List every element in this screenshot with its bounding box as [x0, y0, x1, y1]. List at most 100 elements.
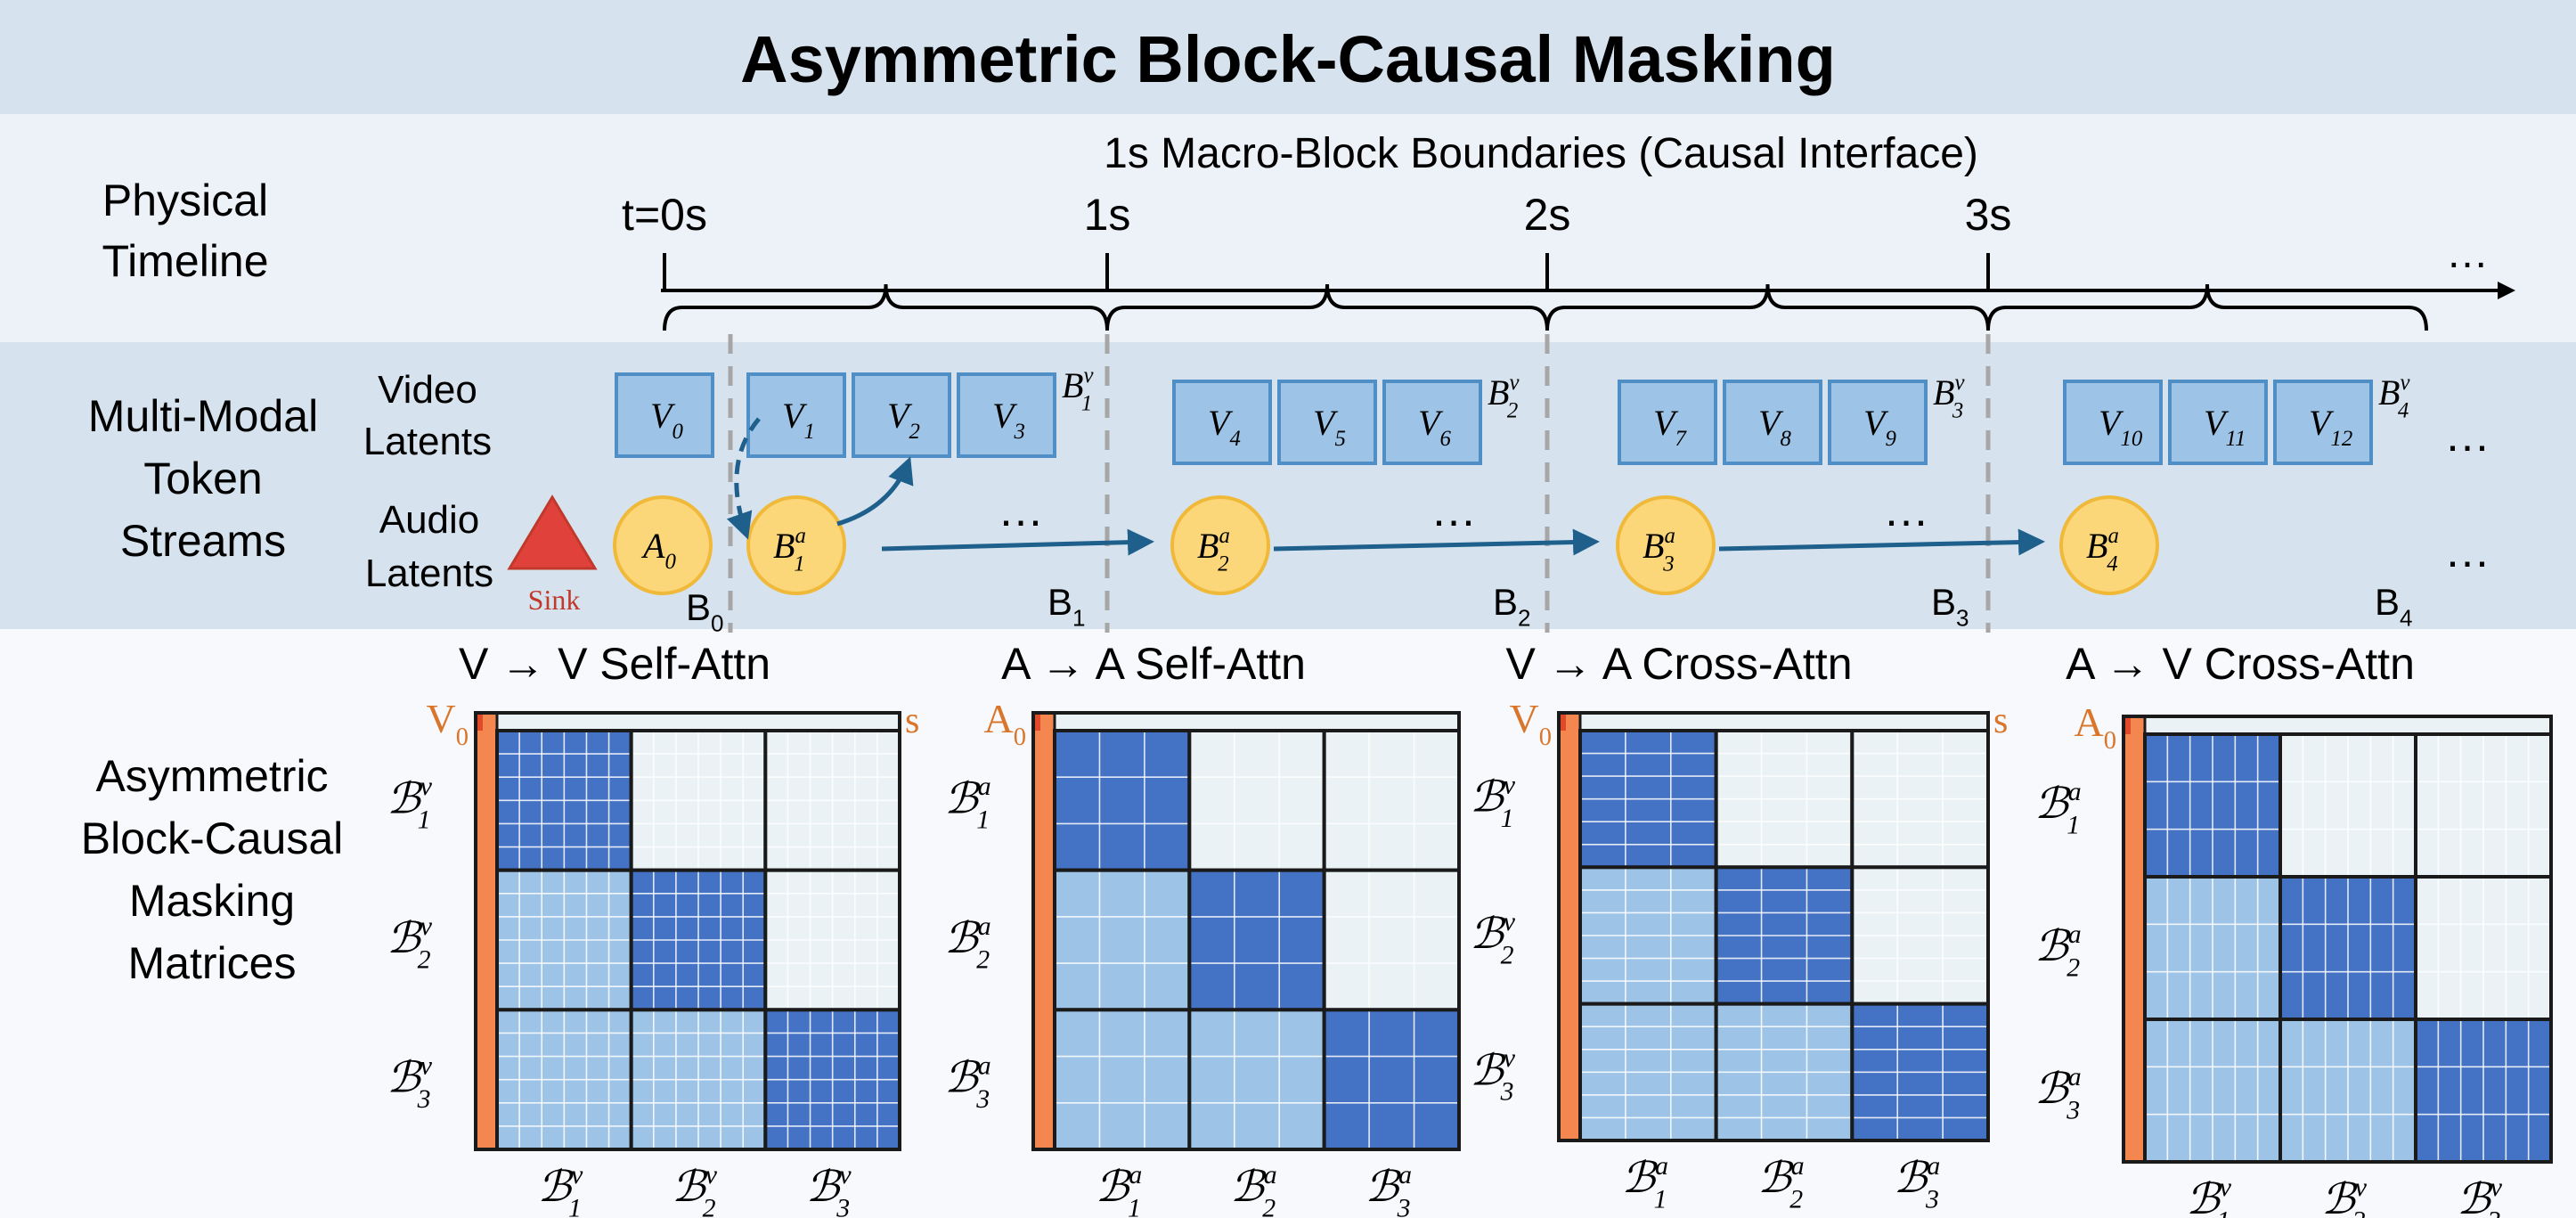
sink-corner	[476, 713, 483, 731]
macro-block-brace	[1105, 283, 1549, 331]
video-token	[615, 372, 714, 458]
video-token-label: V3	[992, 396, 1025, 444]
video-token-label: V9	[1863, 403, 1896, 451]
mask-block	[1324, 731, 1459, 871]
sink-column	[1559, 713, 1580, 1140]
timeline-tick-label: 1s	[1084, 190, 1131, 240]
streams-row-label-line: Streams	[120, 516, 286, 566]
sink-column	[1033, 713, 1055, 1149]
timeline-tick-label: 3s	[1965, 190, 2012, 240]
mask-block	[1189, 731, 1325, 871]
video-latents-label-line: Video	[378, 368, 477, 412]
video-token	[1618, 380, 1717, 465]
audio-sink-token-label: A0	[640, 526, 676, 574]
video-token-label: V0	[650, 396, 683, 444]
matrix-corner-label: A0	[984, 696, 1027, 751]
timeline-row-label-line: Timeline	[102, 236, 268, 286]
header-strip	[1580, 713, 1988, 731]
header-strip	[1055, 713, 1459, 731]
audio-latents-label-line: Audio	[379, 498, 480, 542]
video-token-label: V11	[2204, 403, 2246, 451]
sink-corner	[2124, 716, 2131, 734]
video-token-group: V0	[615, 372, 714, 458]
macro-block-label: B3	[1931, 581, 1969, 632]
audio-sink-token	[613, 495, 713, 595]
matrix-col-label: ℬv3	[2457, 1173, 2503, 1218]
macro-block-brace	[663, 283, 1109, 331]
curved-arrow	[836, 456, 914, 527]
matrices-row-label-line: Block-Causal	[81, 813, 344, 863]
video-token-label: V4	[1208, 403, 1241, 451]
sink-column	[476, 713, 497, 1149]
macro-block-brace	[1986, 283, 2428, 331]
matrices-row-label-line: Masking	[129, 876, 295, 926]
sink-column	[2124, 716, 2145, 1162]
video-token-label: V10	[2099, 403, 2143, 451]
streams-row-label-line: Multi-Modal	[88, 391, 318, 441]
matrix-frame	[1557, 711, 1990, 1142]
matrix-title: A → A Self-Attn	[1001, 639, 1306, 689]
mask-block	[1324, 870, 1459, 1010]
video-token-label: V8	[1758, 403, 1791, 451]
timeline-tick-label: t=0s	[622, 190, 707, 240]
header-strip	[497, 713, 900, 731]
matrix-frame	[2122, 715, 2553, 1164]
video-token	[2168, 380, 2268, 465]
video-token	[2063, 380, 2163, 465]
video-stream-ellipsis: …	[2444, 410, 2490, 462]
dashed-curved-arrow	[726, 417, 761, 540]
mask-matrix: A → V Cross-AttnA0ℬa1ℬa2ℬa3ℬv1ℬv2ℬv3	[2034, 639, 2553, 1218]
streams-row-label-line: Token	[143, 454, 262, 503]
matrix-frame	[474, 711, 901, 1151]
sink-label: Sink	[528, 584, 581, 616]
matrix-col-label: ℬv1	[2186, 1173, 2232, 1218]
header-strip	[2145, 716, 2551, 734]
matrix-corner-label: A0	[2075, 699, 2117, 755]
causal-arrow	[1273, 528, 1600, 556]
macro-block-label: B4	[2375, 581, 2413, 632]
matrix-col-label: ℬv2	[2321, 1173, 2368, 1218]
macro-block-label: B1	[1048, 581, 1086, 632]
video-token-label: V12	[2309, 403, 2352, 451]
timeline-tick-label: 2s	[1524, 190, 1571, 240]
matrices-row-label-line: Matrices	[128, 938, 297, 988]
video-token-label: V7	[1653, 403, 1687, 451]
macro-block-label: B0	[686, 586, 724, 637]
video-token	[2273, 380, 2373, 465]
timeline-header: 1s Macro-Block Boundaries (Causal Interf…	[1104, 130, 1978, 177]
video-token-label: V5	[1313, 403, 1346, 451]
video-token	[957, 372, 1056, 458]
causal-arrow	[1718, 528, 2045, 556]
mask-block	[1324, 1010, 1459, 1149]
